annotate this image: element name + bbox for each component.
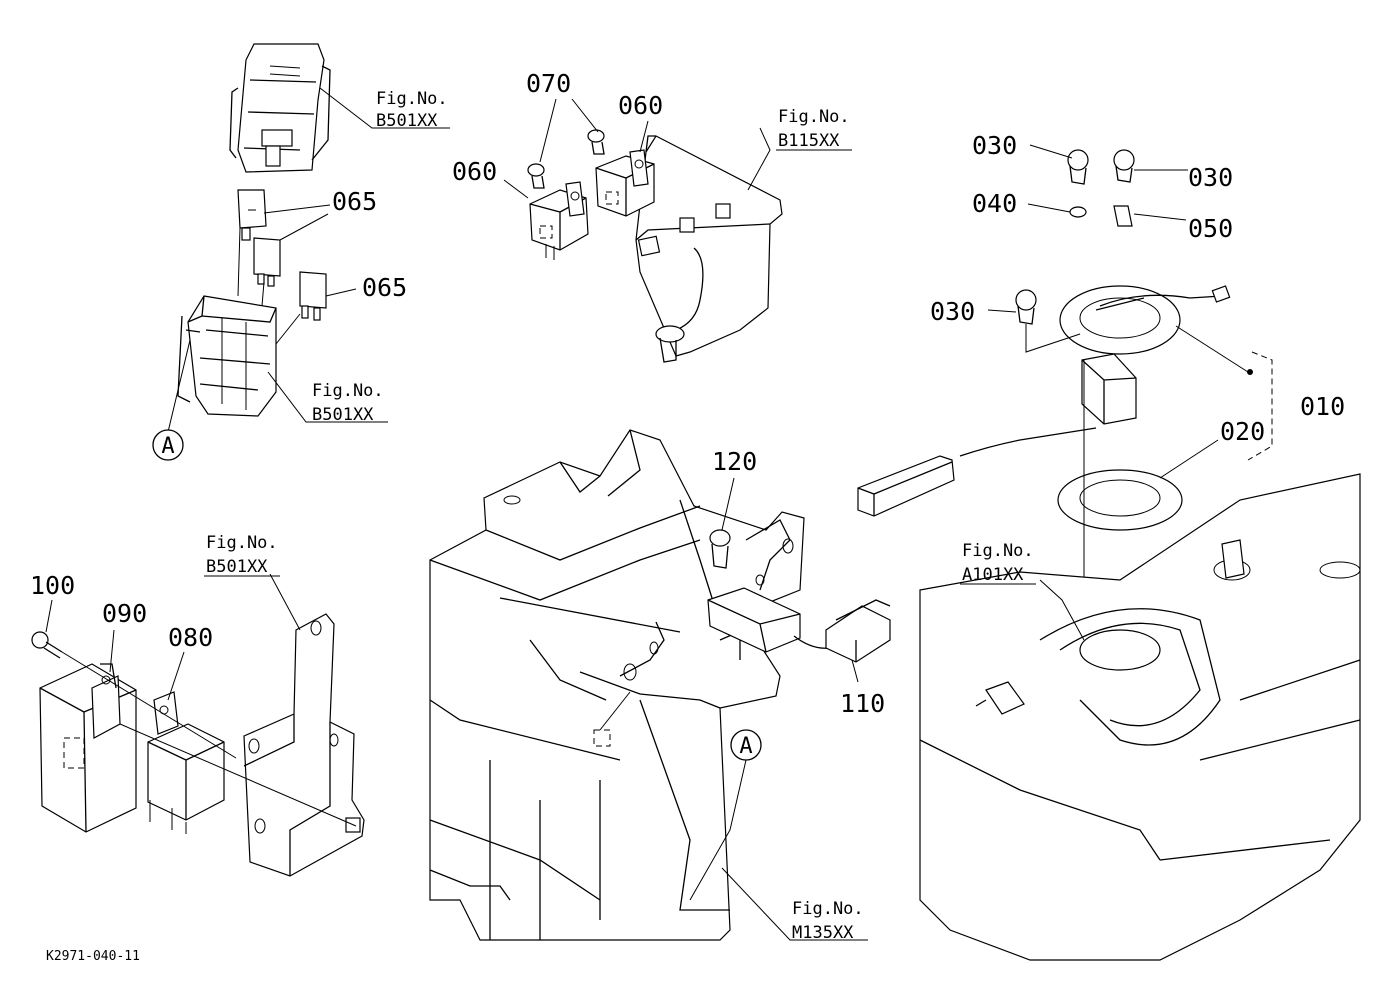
part-number-065-a: 065 xyxy=(332,187,377,216)
fuel-sender-assembly xyxy=(857,144,1273,650)
part-number-065-b: 065 xyxy=(362,273,407,302)
fig-ref-code: B115XX xyxy=(778,131,840,151)
upper-fuse-box xyxy=(229,43,331,173)
relay-bracket-assembly xyxy=(503,98,783,363)
fig-ref-m135: Fig.No. M135XX xyxy=(792,899,864,943)
fig-ref-label: Fig.No. xyxy=(312,381,384,401)
fig-ref-b501-bottom: Fig.No. B501XX xyxy=(204,533,280,577)
relay-065-b xyxy=(253,237,281,287)
fig-ref-a101: Fig.No. A101XX xyxy=(960,541,1036,585)
fig-ref-label: Fig.No. xyxy=(792,899,864,919)
part-number-040: 040 xyxy=(972,189,1017,218)
part-number-120: 120 xyxy=(712,447,757,476)
fig-ref-code: B501XX xyxy=(312,405,374,425)
part-number-030-b: 030 xyxy=(1188,163,1233,192)
fig-ref-label: Fig.No. xyxy=(778,107,850,127)
clamp-050 xyxy=(1113,205,1133,227)
relay-060-right xyxy=(595,149,655,217)
fig-ref-code: A101XX xyxy=(962,565,1024,585)
fig-ref-b501-mid: Fig.No. B501XX xyxy=(312,381,384,425)
bolt-030-a xyxy=(1067,149,1089,185)
fig-ref-code: B501XX xyxy=(376,111,438,131)
part-number-070: 070 xyxy=(526,69,571,98)
callout-letter-left: A xyxy=(161,434,174,459)
relay-box-assembly xyxy=(167,43,450,433)
relay-block xyxy=(177,295,277,417)
fig-ref-label: Fig.No. xyxy=(376,89,448,109)
callout-letter-center: A xyxy=(739,734,752,759)
part-number-030-c: 030 xyxy=(930,297,975,326)
part-number-090: 090 xyxy=(102,599,147,628)
drawing-code: K2971-040-11 xyxy=(46,949,140,964)
part-number-030-a: 030 xyxy=(972,131,1017,160)
callout-circle-center: A xyxy=(730,729,762,761)
bolt-030-b xyxy=(1113,149,1135,183)
part-number-020: 020 xyxy=(1220,417,1265,446)
bolt-070-a xyxy=(527,163,545,189)
frame-harness-assembly xyxy=(429,429,891,941)
fig-ref-code: M135XX xyxy=(792,923,854,943)
relay-065-c xyxy=(299,271,327,321)
part-number-080: 080 xyxy=(168,623,213,652)
fig-ref-label: Fig.No. xyxy=(962,541,1034,561)
part-number-060-a: 060 xyxy=(618,91,663,120)
flasher-relay-assembly xyxy=(31,573,365,877)
fig-ref-b115: Fig.No. B115XX xyxy=(776,107,852,151)
fig-ref-code: B501XX xyxy=(206,557,268,577)
bolt-030-c xyxy=(1015,289,1037,325)
washer-040 xyxy=(1069,206,1087,218)
part-number-060-b: 060 xyxy=(452,157,497,186)
part-number-050: 050 xyxy=(1188,214,1233,243)
gasket-020 xyxy=(1057,469,1183,531)
bolt-070-b xyxy=(587,129,605,155)
part-number-100: 100 xyxy=(30,571,75,600)
relay-060-left xyxy=(529,181,589,260)
fig-ref-b501-top: Fig.No. B501XX xyxy=(376,89,448,131)
part-number-010: 010 xyxy=(1300,392,1345,421)
part-number-110: 110 xyxy=(840,689,885,718)
fig-ref-label: Fig.No. xyxy=(206,533,278,553)
fuel-tank xyxy=(919,473,1361,961)
relay-065-a xyxy=(237,189,267,241)
bolt-120 xyxy=(709,529,731,569)
callout-circle-left: A xyxy=(152,429,184,461)
bolt-100 xyxy=(31,631,63,659)
